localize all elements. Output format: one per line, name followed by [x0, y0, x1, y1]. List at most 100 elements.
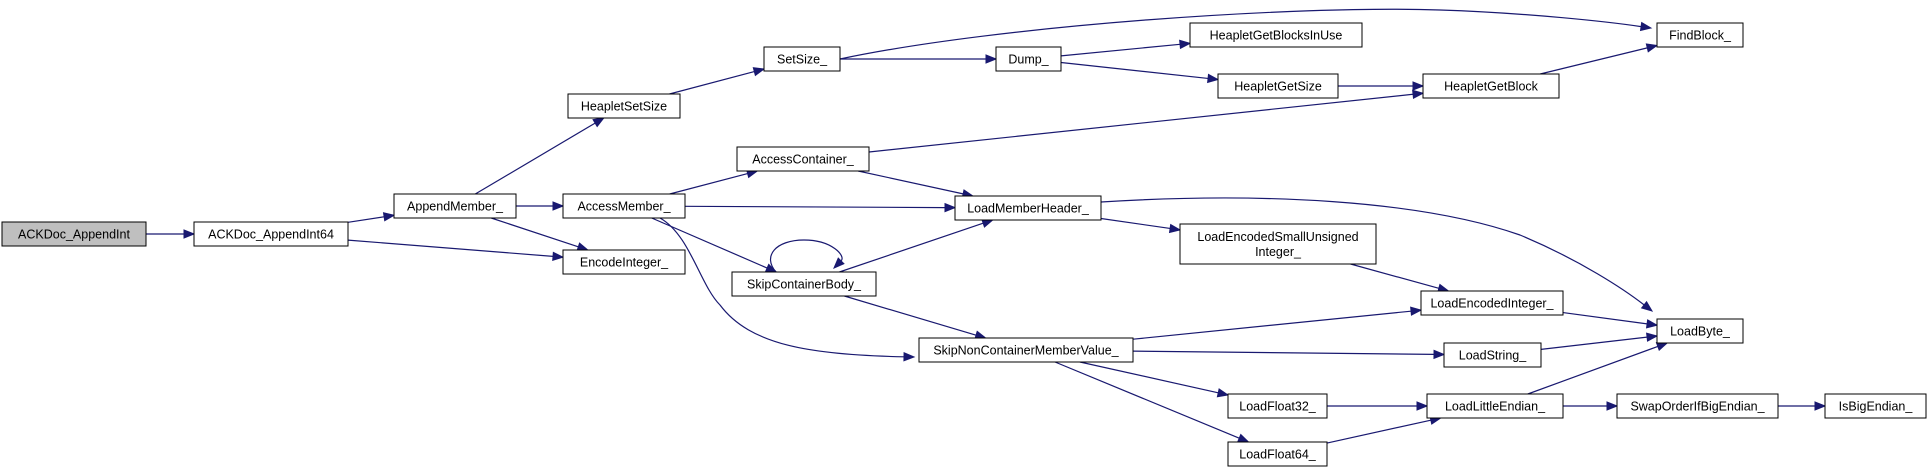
edge-line	[1540, 47, 1648, 75]
edge-loadlittleendian-to-loadbyte	[1527, 342, 1669, 395]
arrowhead-icon	[1645, 319, 1659, 329]
node-loadencodedinteger[interactable]: LoadEncodedInteger_	[1420, 290, 1564, 316]
edge-loadstring-to-loadbyte	[1540, 332, 1659, 350]
node-box[interactable]	[1189, 22, 1363, 48]
node-box[interactable]	[1443, 342, 1542, 368]
node-setsize[interactable]: SetSize_	[763, 46, 841, 72]
arrowhead-icon	[833, 257, 845, 269]
node-label: Dump_	[1008, 53, 1049, 67]
arrowhead-icon	[1433, 349, 1446, 360]
arrowhead-icon	[981, 218, 994, 228]
node-box[interactable]	[393, 193, 517, 219]
node-skipcontainerbody[interactable]: SkipContainerBody_	[731, 271, 877, 297]
node-box[interactable]	[562, 249, 686, 275]
arrowhead-icon	[944, 202, 957, 213]
node-label: AccessContainer_	[752, 153, 854, 167]
edge-accessmember-to-accesscontainer	[669, 169, 759, 195]
node-box[interactable]	[193, 221, 349, 247]
arrowhead-icon	[752, 67, 766, 77]
node-loadstring[interactable]: LoadString_	[1443, 342, 1542, 368]
node-box[interactable]	[1420, 290, 1564, 316]
edge-line	[684, 205, 946, 209]
arrowhead-icon	[1646, 332, 1659, 342]
edge-line	[669, 172, 748, 195]
edge-line	[1079, 361, 1219, 394]
edge-accessmember-to-skipnoncontainermembervalue	[659, 217, 916, 362]
arrowhead-icon	[1412, 89, 1425, 100]
edge-ackdoc_appendint64-to-appendmember	[347, 212, 396, 223]
node-box[interactable]	[1, 221, 147, 247]
node-heapletsetsize[interactable]: HeapletSetSize	[567, 93, 681, 119]
edge-line	[491, 217, 579, 248]
arrowhead-icon	[1216, 388, 1230, 398]
node-dump[interactable]: Dump_	[995, 46, 1062, 72]
arrowhead-icon	[592, 117, 605, 128]
node-heapletgetsize[interactable]: HeapletGetSize	[1217, 73, 1339, 99]
node-label: EncodeInteger_	[580, 256, 669, 270]
node-box[interactable]	[1227, 393, 1328, 419]
edge-appendmember-to-encodeinteger	[491, 217, 590, 252]
edge-line	[1100, 197, 1645, 306]
node-box[interactable]	[1217, 73, 1339, 99]
edge-line	[770, 239, 843, 273]
node-appendmember[interactable]: AppendMember_	[393, 193, 517, 219]
node-box[interactable]	[567, 93, 681, 119]
node-accesscontainer[interactable]: AccessContainer_	[736, 146, 870, 172]
node-box[interactable]	[562, 193, 686, 219]
arrowhead-icon	[552, 251, 565, 262]
edge-skipcontainerbody-to-skipcontainerbody	[770, 239, 845, 273]
node-box[interactable]	[1422, 73, 1560, 99]
node-swaporderifbigendian[interactable]: SwapOrderIfBigEndian_	[1616, 393, 1779, 419]
edge-line	[839, 222, 984, 273]
edge-loadencodedsmallunsignedinteger-to-loadencodedinteger	[1350, 263, 1450, 293]
edge-skipcontainerbody-to-skipnoncontainermembervalue	[844, 295, 987, 340]
arrowhead-icon	[1814, 401, 1827, 411]
node-accessmember[interactable]: AccessMember_	[562, 193, 686, 219]
edge-accesscontainer-to-heapletgetblock	[868, 89, 1425, 153]
node-ackdoc_appendint64[interactable]: ACKDoc_AppendInt64	[193, 221, 349, 247]
edge-heapletgetblock-to-findblock	[1540, 43, 1659, 75]
node-box[interactable]	[1616, 393, 1779, 419]
arrowhead-icon	[985, 54, 998, 64]
node-skipnoncontainermembervalue[interactable]: SkipNonContainerMemberValue_	[918, 337, 1134, 363]
node-findblock[interactable]: FindBlock_	[1656, 22, 1744, 48]
node-loadlittleendian[interactable]: LoadLittleEndian_	[1426, 393, 1564, 419]
node-box[interactable]	[763, 46, 841, 72]
edge-line	[857, 170, 964, 195]
node-loadbyte[interactable]: LoadByte_	[1656, 318, 1744, 344]
node-box[interactable]	[1227, 441, 1328, 467]
node-box[interactable]	[736, 146, 870, 172]
node-box[interactable]	[918, 337, 1134, 363]
node-loadmemberheader[interactable]: LoadMemberHeader_	[954, 195, 1102, 221]
arrowhead-icon	[1639, 21, 1653, 32]
node-box[interactable]	[954, 195, 1102, 221]
edge-dump-to-heapletgetblocksinuse	[1060, 39, 1192, 57]
edge-skipnoncontainermembervalue-to-loadencodedinteger	[1132, 306, 1423, 340]
node-label: LoadFloat64_	[1239, 448, 1317, 462]
node-box[interactable]	[731, 271, 877, 297]
node-label: SkipNonContainerMemberValue_	[933, 344, 1119, 358]
arrowhead-icon	[1168, 223, 1182, 234]
node-heapletgetblock[interactable]: HeapletGetBlock	[1422, 73, 1560, 99]
edge-ackdoc_appendint64-to-encodeinteger	[347, 239, 565, 262]
node-isbigendian[interactable]: IsBigEndian_	[1824, 393, 1927, 419]
node-label: HeapletGetBlocksInUse	[1210, 29, 1343, 43]
node-box[interactable]	[1824, 393, 1927, 419]
node-box[interactable]	[1656, 22, 1744, 48]
node-loadfloat32[interactable]: LoadFloat32_	[1227, 393, 1328, 419]
edge-line	[1562, 311, 1648, 325]
node-ackdoc_appendint[interactable]: ACKDoc_AppendInt	[1, 221, 147, 247]
node-encodeinteger[interactable]: EncodeInteger_	[562, 249, 686, 275]
node-label: AccessMember_	[577, 200, 671, 214]
node-label: LoadMemberHeader_	[967, 202, 1090, 216]
edge-line	[1060, 61, 1209, 80]
node-box[interactable]	[995, 46, 1062, 72]
node-box[interactable]	[1179, 223, 1377, 265]
node-loadfloat64[interactable]: LoadFloat64_	[1227, 441, 1328, 467]
node-heapletgetblocksinuse[interactable]: HeapletGetBlocksInUse	[1189, 22, 1363, 48]
edge-line	[1350, 263, 1439, 289]
node-box[interactable]	[1656, 318, 1744, 344]
node-box[interactable]	[1426, 393, 1564, 419]
edge-line	[1540, 336, 1648, 350]
